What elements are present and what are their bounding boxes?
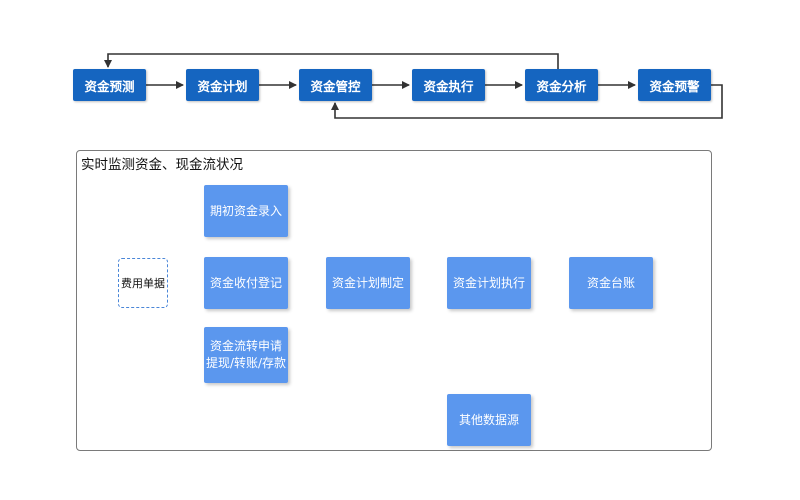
transfer-request-node[interactable]: 资金流转申请 提现/转账/存款 [204,327,288,383]
expense-doc-node[interactable]: 费用单据 [118,258,168,308]
fund-ledger-node[interactable]: 资金台账 [569,257,653,309]
node-fund-execution[interactable]: 资金执行 [412,69,485,101]
panel-title: 实时监测资金、现金流状况 [81,157,243,173]
opening-balance-node[interactable]: 期初资金录入 [204,185,288,237]
other-data-source-node[interactable]: 其他数据源 [447,394,531,446]
node-fund-control[interactable]: 资金管控 [299,69,372,101]
transfer-request-line2: 提现/转账/存款 [205,356,287,370]
payment-register-node[interactable]: 资金收付登记 [204,257,288,309]
plan-making-node[interactable]: 资金计划制定 [326,257,410,309]
node-fund-plan[interactable]: 资金计划 [186,69,259,101]
plan-execution-node[interactable]: 资金计划执行 [447,257,531,309]
node-fund-warning[interactable]: 资金预警 [638,69,711,101]
transfer-request-line1: 资金流转申请 [209,339,282,353]
node-fund-forecast[interactable]: 资金预测 [73,69,146,101]
node-fund-analysis[interactable]: 资金分析 [525,69,598,101]
